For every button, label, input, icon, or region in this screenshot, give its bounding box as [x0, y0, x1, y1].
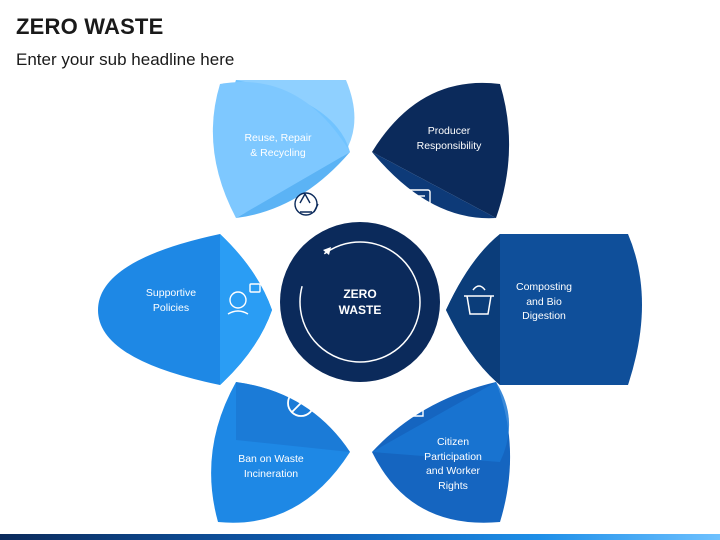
petal-producer-responsibility: [372, 82, 510, 219]
recycle-icon: [294, 192, 319, 216]
page-title: ZERO WASTE: [16, 14, 164, 39]
label-supportive-policies: Supportive Policies: [145, 287, 197, 314]
support-agent-icon: [227, 283, 261, 315]
petal-ban-on-waste-incineration: [211, 382, 350, 523]
label-producer-responsibility: Producer Responsibility: [416, 125, 482, 152]
label-composting-bio-digestion: Composting and Bio Digestion: [515, 281, 573, 322]
label-reuse-repair-recycling: Reuse, Repair & Recycling: [244, 132, 312, 159]
center-label: ZERO WASTE: [338, 287, 382, 317]
footer-gradient-bar: [0, 534, 720, 540]
page-subtitle: Enter your sub headline here: [16, 50, 235, 69]
center-circle: [280, 222, 440, 382]
raised-fist-icon: [404, 382, 430, 417]
prohibited-icon: [287, 389, 315, 417]
petal-reuse-repair-recycling: [212, 80, 355, 218]
compost-bin-icon: [464, 285, 494, 315]
petal-supportive-policies: [98, 234, 272, 385]
label-ban-on-waste-incineration: Ban on Waste Incineration: [238, 453, 304, 480]
document-list-icon: [407, 189, 431, 215]
label-citizen-participation: Citizen Participation and Worker Rights: [424, 436, 482, 492]
petal-composting-bio-digestion: [446, 234, 642, 385]
petal-citizen-participation: [372, 382, 511, 523]
